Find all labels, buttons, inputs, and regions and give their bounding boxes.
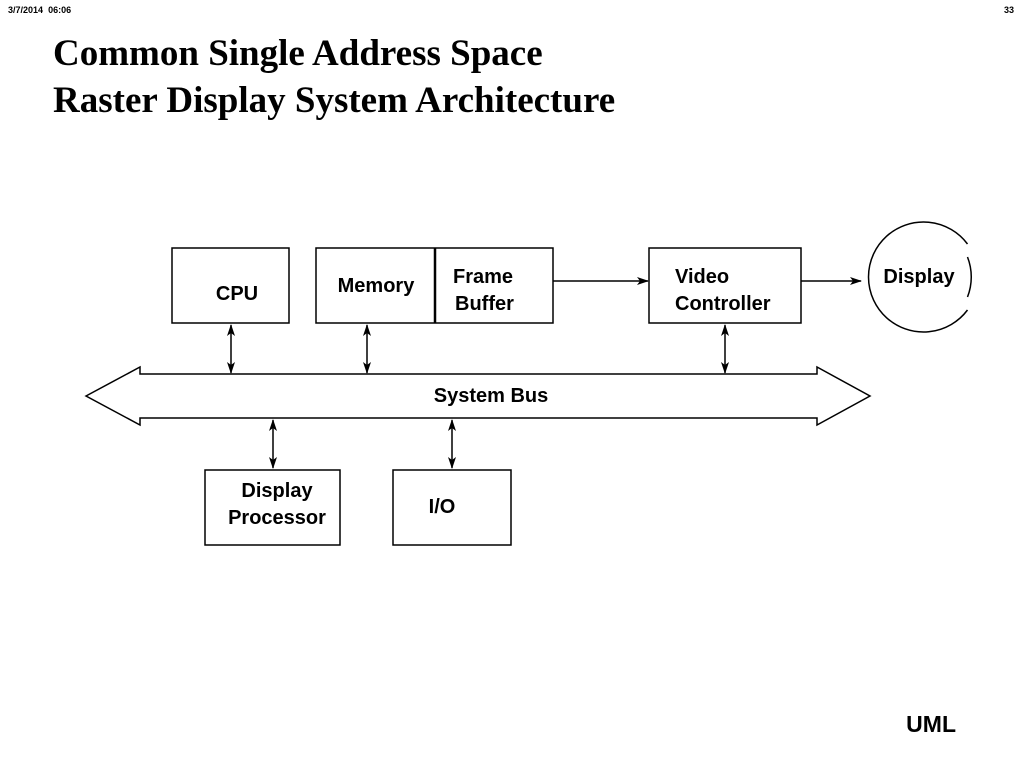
slide-title-line-1: Common Single Address Space — [53, 33, 543, 74]
slide-time: 06:06 — [48, 5, 72, 15]
slide-title: Common Single Address Space Raster Displ… — [53, 30, 615, 124]
frame-buffer-block: Frame Buffer — [453, 266, 514, 315]
frame-buffer-label-line-2: Buffer — [455, 293, 514, 315]
display-label: Display — [883, 266, 955, 288]
memory-block: Memory — [315, 247, 554, 324]
system-bus: System Bus — [84, 365, 872, 427]
slide-datetime: 3/7/2014 06:06 — [8, 5, 71, 15]
slide-date: 3/7/2014 — [8, 5, 44, 15]
display-block: Display — [867, 221, 972, 333]
slide-page-number: 33 — [1003, 5, 1014, 15]
io-label: I/O — [429, 496, 456, 518]
io-block: I/O — [392, 469, 512, 546]
memory-label: Memory — [338, 275, 416, 297]
footer-label: UML — [906, 711, 956, 737]
slide-title-line-2: Raster Display System Architecture — [53, 80, 616, 121]
video-controller-label-line-2: Controller — [675, 293, 771, 315]
system-bus-label: System Bus — [434, 385, 549, 407]
display-processor-label-line-2: Processor — [228, 507, 326, 529]
cpu-label: CPU — [216, 283, 258, 305]
display-processor-label-line-1: Display — [241, 480, 313, 502]
cpu-block: CPU — [171, 247, 290, 324]
video-controller-block: Video Controller — [648, 247, 802, 324]
display-processor-block: Display Processor — [204, 469, 341, 546]
frame-buffer-label-line-1: Frame — [453, 266, 513, 288]
video-controller-label-line-1: Video — [675, 266, 729, 288]
